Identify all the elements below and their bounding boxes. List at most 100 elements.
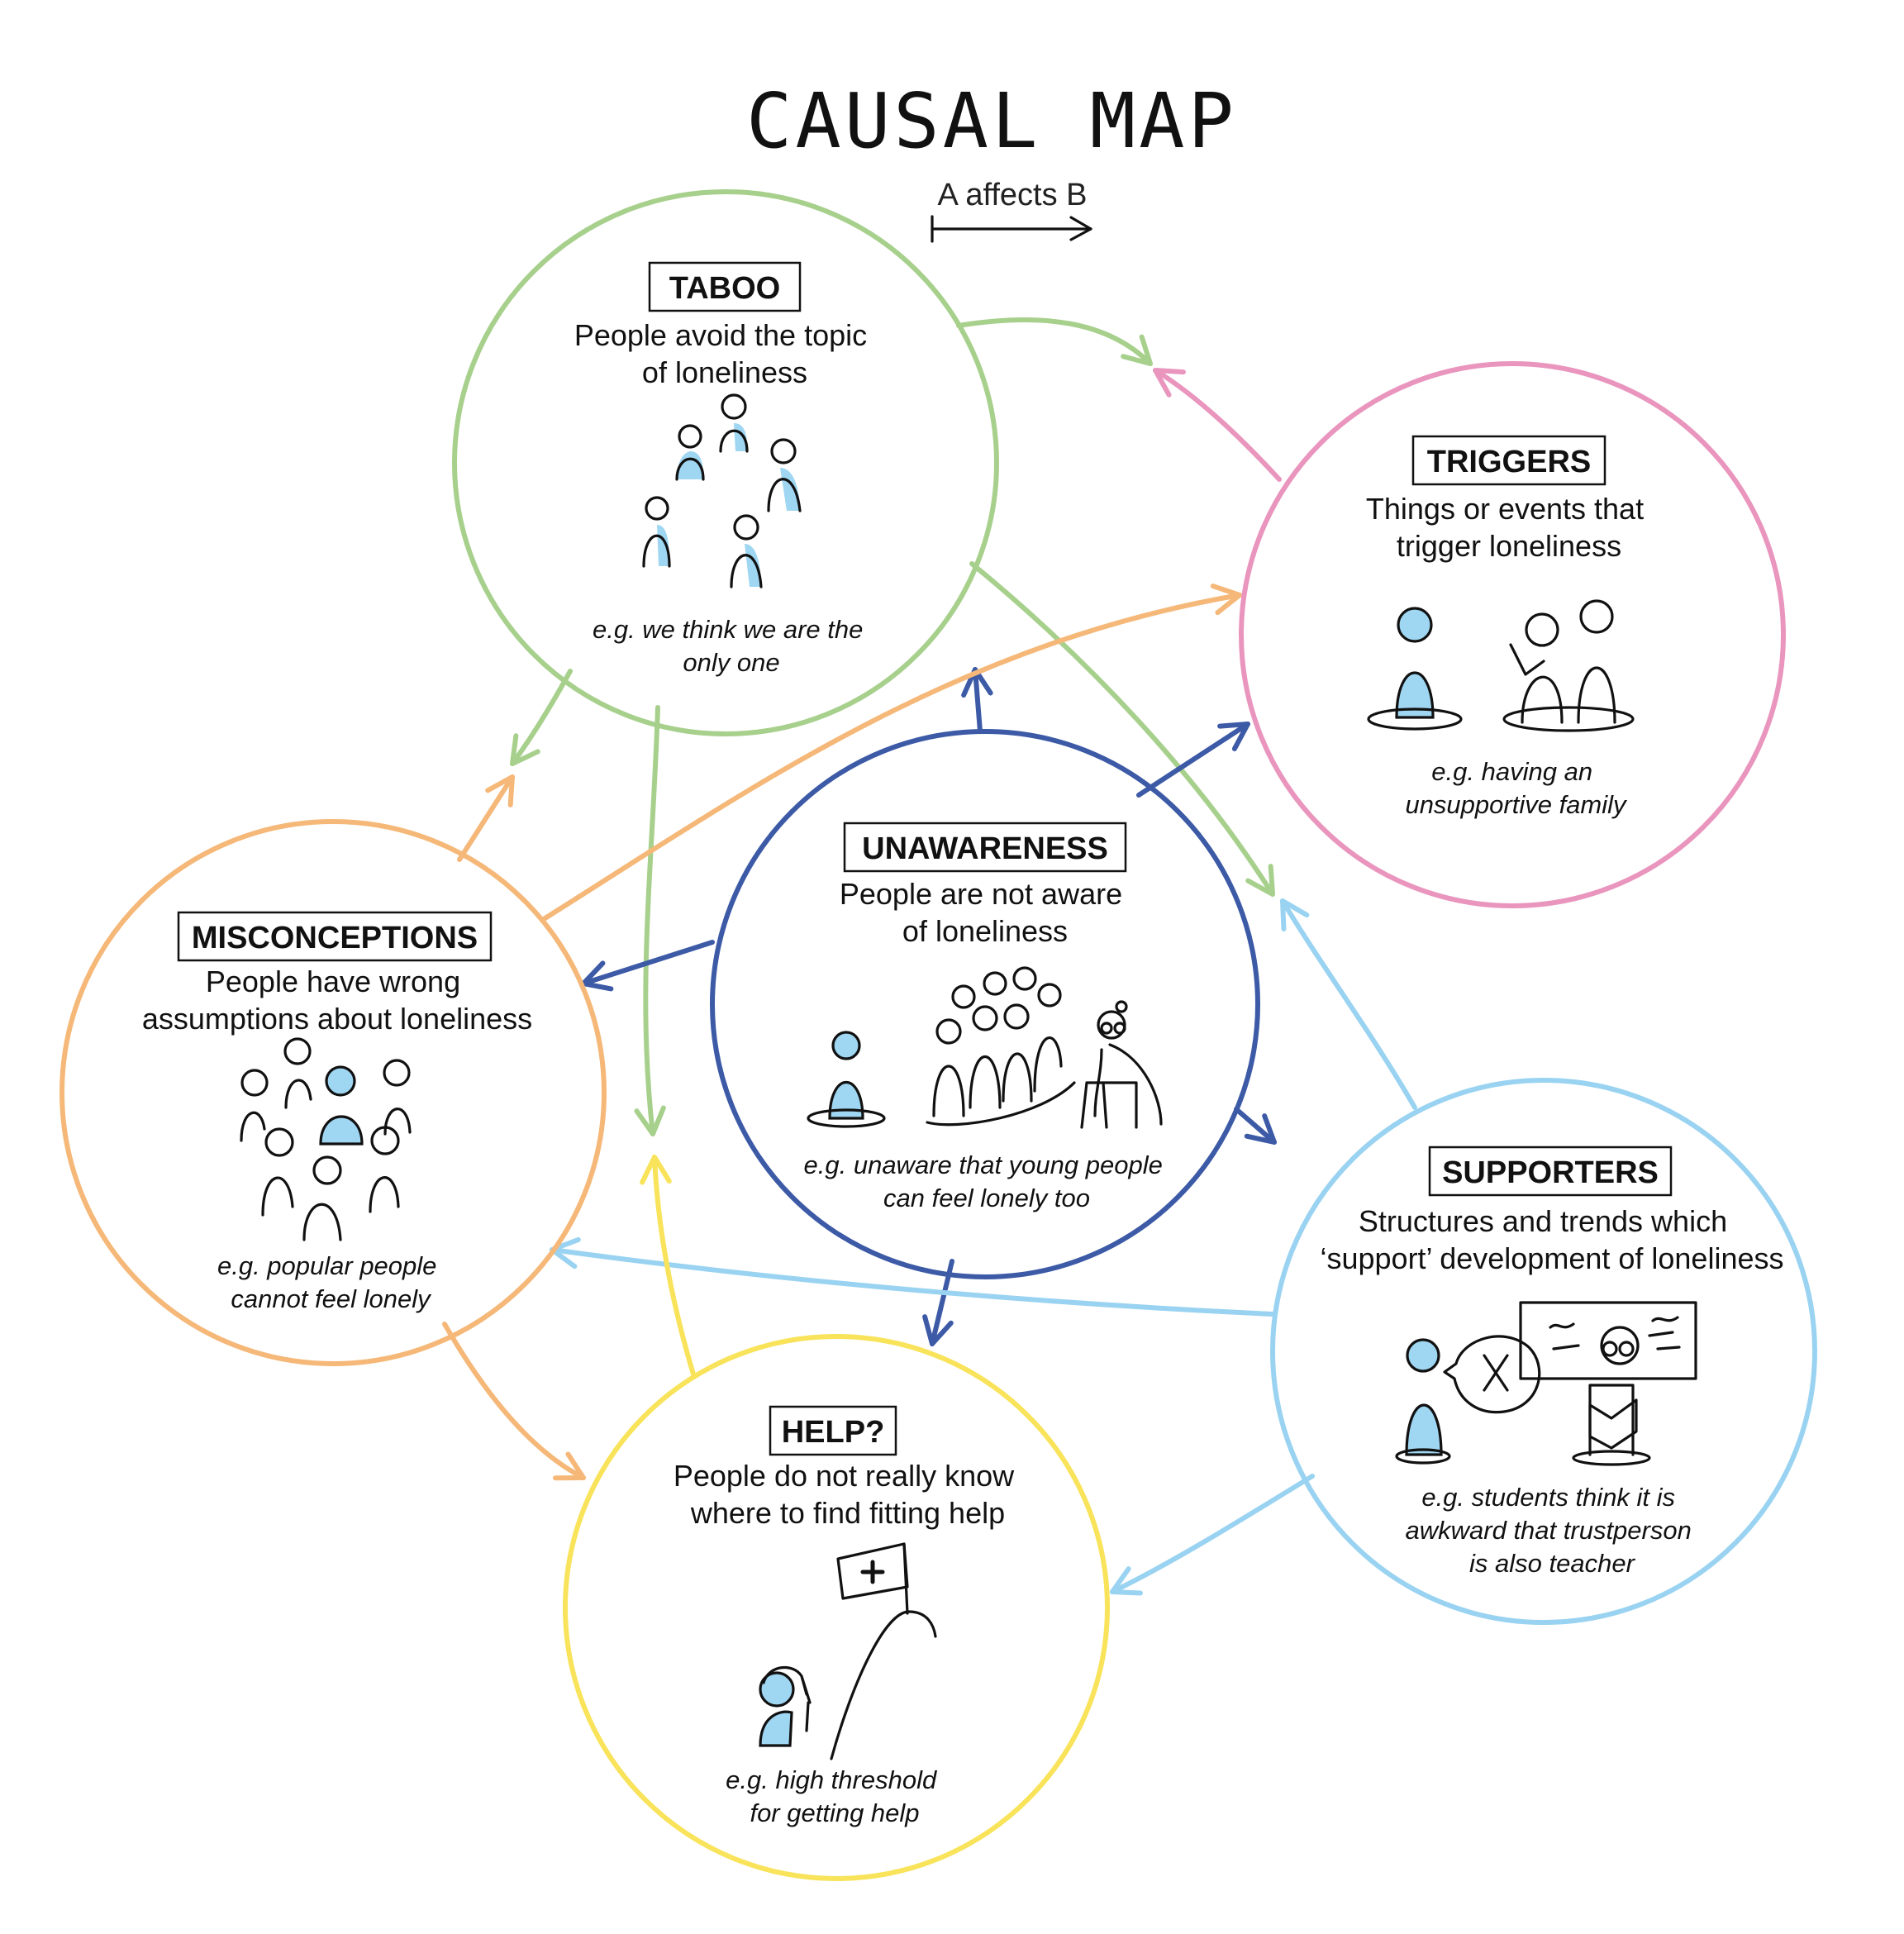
node-triggers-example: e.g. having an unsupportive family xyxy=(1405,757,1628,819)
node-triggers-description: Things or events that trigger loneliness xyxy=(1366,492,1652,563)
node-taboo-label: TABOO xyxy=(669,271,780,306)
edge-arrowhead-icon xyxy=(1121,334,1153,366)
edge-misconceptions-to-triggers xyxy=(541,584,1242,922)
legend: A affects B xyxy=(931,178,1092,243)
edge-misconceptions-to-taboo xyxy=(457,774,515,862)
node-help-circle xyxy=(563,1334,1110,1881)
edge-arrowhead-icon xyxy=(553,1451,586,1481)
edge-arrowhead-icon xyxy=(640,1155,672,1185)
edge-line xyxy=(652,1155,697,1379)
edge-arrowhead-icon xyxy=(1244,1113,1277,1145)
node-unawareness: UNAWARENESS People are not aware of lone… xyxy=(710,729,1260,1279)
edge-arrowhead-icon xyxy=(1245,864,1275,897)
edge-line xyxy=(442,1322,586,1480)
node-taboo-description-line: of loneliness xyxy=(642,355,807,389)
edge-line xyxy=(510,669,573,766)
node-help-example-line: e.g. high threshold xyxy=(726,1765,938,1794)
edge-taboo-to-misconceptions xyxy=(510,669,573,766)
node-misconceptions-description: People have wrong assumptions about lone… xyxy=(142,965,532,1036)
edge-arrowhead-icon xyxy=(1110,1566,1143,1596)
node-taboo-example-line: e.g. we think we are the xyxy=(593,615,863,644)
edge-line xyxy=(1110,1474,1315,1594)
node-triggers-description-line: Things or events that xyxy=(1366,492,1644,526)
node-unawareness-label-box xyxy=(843,822,1127,873)
node-supporters-label: SUPPORTERS xyxy=(1442,1155,1659,1190)
edge-taboo-to-help xyxy=(634,705,666,1136)
edge-arrowhead-icon xyxy=(1210,584,1242,616)
family-trigger-icon xyxy=(1367,599,1635,732)
node-triggers-label: TRIGGERS xyxy=(1427,445,1591,479)
node-supporters-example: e.g. students think it is awkward that t… xyxy=(1406,1483,1699,1578)
node-unawareness-circle xyxy=(710,729,1260,1279)
node-triggers-description-line: trigger loneliness xyxy=(1397,529,1621,563)
edge-line xyxy=(457,774,515,862)
edge-arrowhead-icon xyxy=(485,774,515,807)
node-triggers: TRIGGERS Things or events that trigger l… xyxy=(1239,361,1786,908)
node-unawareness-label: UNAWARENESS xyxy=(862,831,1108,866)
node-taboo-description-line: People avoid the topic xyxy=(574,318,867,352)
node-unawareness-description-line: of loneliness xyxy=(902,914,1068,948)
node-taboo-example: e.g. we think we are the only one xyxy=(593,615,870,677)
edge-line xyxy=(643,705,660,1136)
node-misconceptions-label: MISCONCEPTIONS xyxy=(192,921,478,955)
edge-line xyxy=(956,317,1153,366)
edge-supporters-to-triggers xyxy=(1280,898,1417,1110)
edge-triggers-to-taboo xyxy=(1153,368,1282,482)
node-taboo: TABOO People avoid the topic of loneline… xyxy=(452,189,999,736)
node-misconceptions: MISCONCEPTIONS People have wrong assumpt… xyxy=(60,819,607,1366)
node-help-label-box xyxy=(769,1405,897,1456)
node-misconceptions-example-line: e.g. popular people xyxy=(217,1251,436,1280)
node-help-example-line: for getting help xyxy=(750,1798,919,1827)
edge-supporters-to-misconceptions xyxy=(550,1236,1275,1317)
node-unawareness-example: e.g. unaware that young people can feel … xyxy=(804,1150,1170,1212)
mountain-flag-icon xyxy=(759,1542,937,1760)
node-help-description: People do not really know where to find … xyxy=(674,1459,1022,1530)
crowd-elderly-icon xyxy=(807,966,1163,1129)
node-help-label: HELP? xyxy=(782,1415,885,1450)
node-misconceptions-description-line: People have wrong xyxy=(206,965,460,998)
edge-line xyxy=(1136,722,1250,798)
edge-arrowhead-icon xyxy=(922,1314,954,1346)
edge-supporters-to-help xyxy=(1110,1474,1315,1596)
node-taboo-circle xyxy=(452,189,999,736)
node-misconceptions-description-line: assumptions about loneliness xyxy=(142,1002,532,1036)
edge-arrowhead-icon xyxy=(961,667,993,698)
edge-line xyxy=(581,940,715,986)
edge-arrowhead-icon xyxy=(1153,368,1186,398)
edge-line xyxy=(969,561,1275,897)
edge-help-to-taboo xyxy=(640,1155,697,1379)
edge-arrowhead-icon xyxy=(1217,722,1250,751)
edge-arrowhead-icon xyxy=(510,733,540,766)
node-unawareness-description: People are not aware of loneliness xyxy=(840,877,1130,948)
edge-line xyxy=(1280,898,1417,1110)
node-help: HELP? People do not really know where to… xyxy=(563,1334,1110,1881)
edge-arrowhead-icon xyxy=(1280,898,1310,931)
group-avoiding-icon xyxy=(642,393,802,588)
edge-line xyxy=(541,593,1242,922)
edge-taboo-to-triggers xyxy=(956,317,1153,366)
node-unawareness-example-line: e.g. unaware that young people xyxy=(804,1150,1163,1179)
node-triggers-circle xyxy=(1239,361,1786,908)
node-supporters-description-line: Structures and trends which xyxy=(1359,1204,1727,1238)
node-taboo-description: People avoid the topic of loneliness xyxy=(574,318,875,389)
node-unawareness-example-line: can feel lonely too xyxy=(883,1184,1090,1212)
edge-unawareness-to-taboo xyxy=(961,667,993,734)
node-supporters-circle xyxy=(1270,1078,1817,1625)
edge-line xyxy=(550,1247,1275,1317)
node-taboo-example-line: only one xyxy=(683,648,779,677)
edge-misconceptions-to-help xyxy=(442,1322,586,1481)
legend-text: A affects B xyxy=(938,178,1088,212)
edge-unawareness-to-supporters xyxy=(1234,1107,1277,1145)
edges-layer xyxy=(442,317,1417,1596)
node-misconceptions-circle xyxy=(60,819,607,1366)
node-misconceptions-example: e.g. popular people cannot feel lonely xyxy=(217,1251,444,1313)
edge-line xyxy=(1234,1107,1277,1145)
node-supporters-example-line: awkward that trustperson xyxy=(1406,1516,1692,1545)
node-misconceptions-label-box xyxy=(177,911,493,962)
diagram-title: CAUSAL MAP xyxy=(746,77,1237,165)
node-help-example: e.g. high threshold for getting help xyxy=(726,1765,944,1827)
edge-line xyxy=(973,667,983,734)
node-supporters-description: Structures and trends which ‘support’ de… xyxy=(1320,1204,1783,1275)
edge-arrowhead-icon xyxy=(634,1105,666,1136)
